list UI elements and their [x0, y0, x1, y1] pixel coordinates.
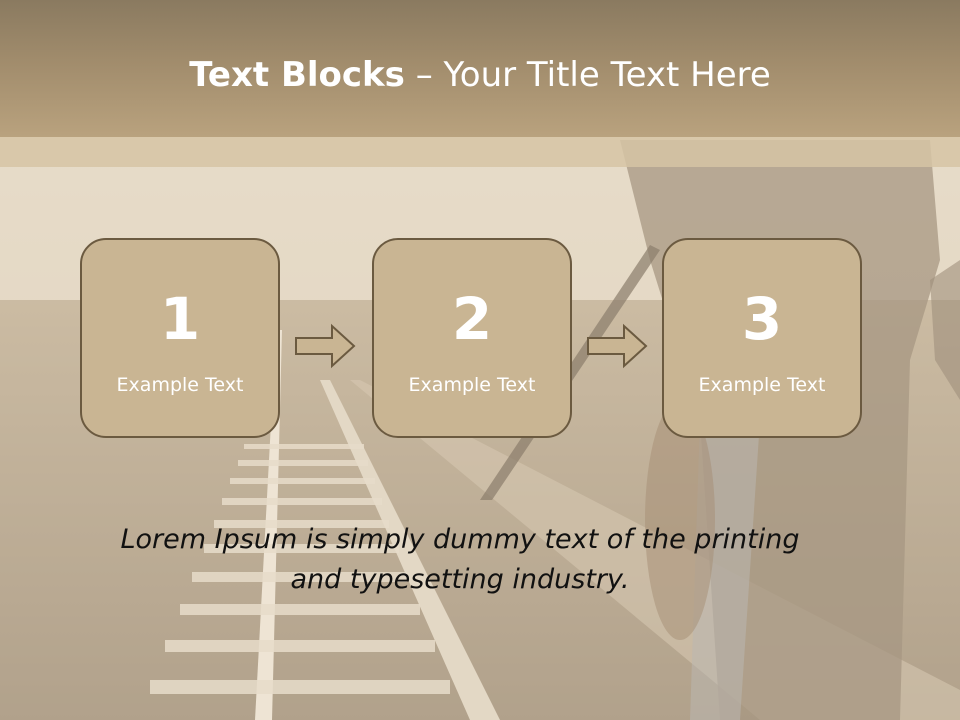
right-arrow-icon [295, 323, 356, 369]
body-text-line-2: and typesetting industry. [290, 564, 630, 595]
block-label: Example Text [408, 374, 536, 396]
title-rest-part: Your Title Text Here [443, 55, 771, 95]
right-arrow-icon [587, 323, 648, 369]
block-label: Example Text [116, 374, 244, 396]
text-block-3: 3 Example Text [662, 238, 862, 438]
block-label: Example Text [698, 374, 826, 396]
block-number: 3 [741, 285, 783, 353]
text-block-1: 1 Example Text [80, 238, 280, 438]
title-bold-part: Text Blocks [189, 55, 405, 95]
text-block-2: 2 Example Text [372, 238, 572, 438]
block-number: 1 [159, 285, 201, 353]
body-text: Lorem Ipsum is simply dummy text of the … [80, 520, 840, 600]
slide-title: Text Blocks – Your Title Text Here [0, 52, 960, 98]
title-strip [0, 137, 960, 167]
body-text-line-1: Lorem Ipsum is simply dummy text of the … [120, 524, 800, 555]
title-separator: – [404, 55, 444, 95]
block-number: 2 [451, 285, 493, 353]
title-bar [0, 0, 960, 137]
